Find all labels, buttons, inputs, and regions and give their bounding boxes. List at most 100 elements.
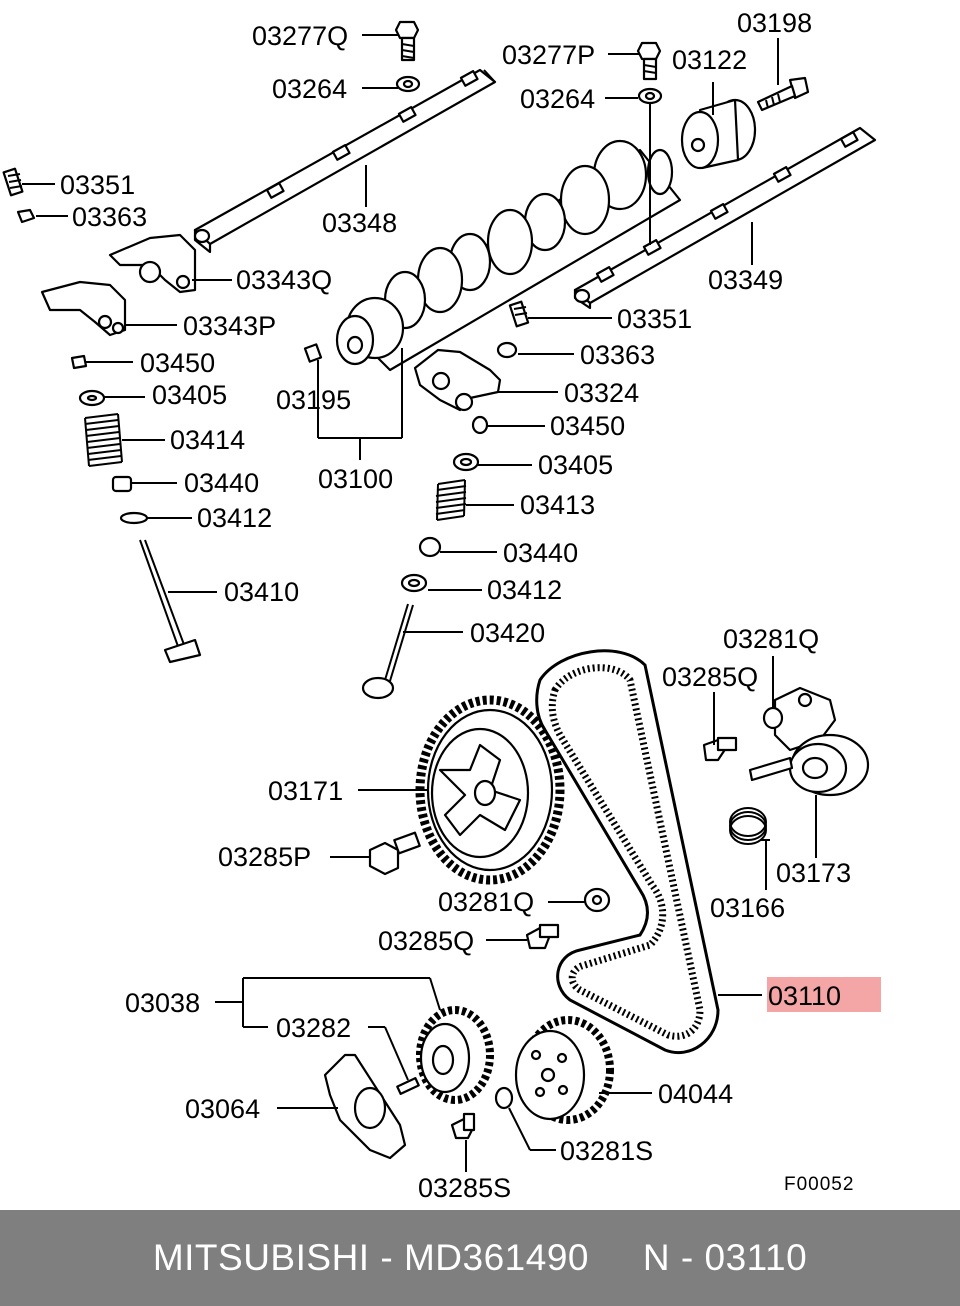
- part-label: 03420: [470, 618, 545, 648]
- part-label: 03122: [672, 45, 747, 75]
- valve-03420[interactable]: [361, 603, 414, 700]
- retainer-03405-right[interactable]: [452, 452, 480, 472]
- stem-seal-03440-left[interactable]: [111, 475, 133, 493]
- part-label: 03281S: [560, 1136, 653, 1166]
- lash-adjuster-03450-left[interactable]: [70, 354, 88, 370]
- part-label: 03324: [564, 378, 639, 408]
- part-label: 03351: [60, 170, 135, 200]
- stem-seal-03440-right[interactable]: [418, 536, 442, 558]
- part-label: 03348: [322, 208, 397, 238]
- spring-seat-03412-right[interactable]: [400, 573, 428, 593]
- rocker-arm-03343p[interactable]: [40, 280, 127, 337]
- bolt-03277p[interactable]: [636, 41, 662, 81]
- adjusting-screw-03351-left[interactable]: [2, 167, 24, 197]
- bolt-03277q[interactable]: [394, 20, 420, 62]
- part-label: 03405: [538, 450, 613, 480]
- washer-03281q-top[interactable]: [762, 706, 784, 730]
- bolt-03285q-mid[interactable]: [525, 923, 560, 950]
- part-label: 03173: [776, 858, 851, 888]
- key-03282[interactable]: [396, 1077, 420, 1095]
- sprocket-04044[interactable]: [514, 1016, 614, 1124]
- separator: -: [380, 1237, 394, 1278]
- part-labels: 03277Q 03264 03198 03277P 03122 03264 03…: [60, 8, 854, 1203]
- rocker-shaft-right[interactable]: [573, 126, 877, 310]
- part-label: 03285P: [218, 842, 311, 872]
- valve-03410[interactable]: [139, 539, 202, 664]
- part-label: 03363: [580, 340, 655, 370]
- part-label: 03349: [708, 265, 783, 295]
- part-label: 03414: [170, 425, 245, 455]
- spring-seat-03412-left[interactable]: [119, 511, 149, 525]
- part-label: 03198: [737, 8, 812, 38]
- brand-name: MITSUBISHI: [152, 1237, 370, 1278]
- adjusting-screw-03351-right[interactable]: [508, 300, 530, 328]
- figure-reference: F00052: [784, 1174, 854, 1195]
- part-label: 03450: [140, 348, 215, 378]
- valve-spring-03414[interactable]: [84, 413, 123, 467]
- bolt-03285q-top[interactable]: [702, 736, 738, 762]
- retainer-03405-left[interactable]: [78, 389, 106, 407]
- part-label: 03277Q: [252, 21, 348, 51]
- part-label: 03264: [520, 84, 595, 114]
- bolt-03198[interactable]: [756, 76, 810, 112]
- part-label: 03410: [224, 577, 299, 607]
- part-label: 03195: [276, 385, 351, 415]
- part-label: 03277P: [502, 40, 595, 70]
- bolt-03285s[interactable]: [450, 1112, 476, 1140]
- flange-03064[interactable]: [323, 1053, 407, 1160]
- leader-lines: [22, 34, 817, 1172]
- part-label: 03343Q: [236, 265, 332, 295]
- bolt-03285p[interactable]: [368, 831, 421, 876]
- tensioner-spring-03166[interactable]: [729, 807, 767, 845]
- ref-prefix: N: [642, 1237, 671, 1278]
- tensioner-bracket[interactable]: [773, 686, 837, 752]
- part-label: 03285Q: [378, 926, 474, 956]
- part-label: 03038: [125, 988, 200, 1018]
- separator: [670, 1237, 681, 1279]
- part-label highlighted: 03110: [768, 981, 841, 1011]
- highlight-box: [767, 977, 881, 1012]
- camshaft-sprocket-03171[interactable]: [415, 695, 565, 885]
- part-label: 03285S: [418, 1173, 511, 1203]
- separator: [370, 1237, 381, 1279]
- separator: -: [680, 1237, 694, 1278]
- part-label: 03281Q: [723, 624, 819, 654]
- washer-03281s[interactable]: [494, 1086, 514, 1110]
- part-label: 03281Q: [438, 887, 534, 917]
- part-label: 03264: [272, 74, 347, 104]
- spacer: [589, 1237, 643, 1279]
- separator: [694, 1237, 705, 1279]
- part-label: 03171: [268, 776, 343, 806]
- camshaft[interactable]: [335, 139, 682, 372]
- valve-spring-03413[interactable]: [435, 479, 467, 521]
- rocker-arm-03324[interactable]: [413, 348, 502, 412]
- ref-number: 03110: [704, 1237, 808, 1278]
- tensioner-pulley-03173[interactable]: [748, 733, 870, 797]
- part-label: 03405: [152, 380, 227, 410]
- rocker-arm-03343q[interactable]: [108, 233, 197, 294]
- part-label: 03412: [487, 575, 562, 605]
- part-number-banner: MITSUBISHI - MD361490 N - 03110: [0, 1210, 960, 1306]
- crankshaft-sprocket-03038[interactable]: [416, 1006, 494, 1104]
- part-label: 03413: [520, 490, 595, 520]
- part-label: 03064: [185, 1094, 260, 1124]
- part-label: 03285Q: [662, 662, 758, 692]
- dowel-pin-03195[interactable]: [303, 343, 323, 363]
- part-label: 03343P: [183, 311, 276, 341]
- part-label: 03440: [184, 468, 259, 498]
- part-label: 03363: [72, 202, 147, 232]
- timing-belt-03110[interactable]: [535, 649, 720, 1055]
- separator: [393, 1237, 404, 1279]
- part-label: 03166: [710, 893, 785, 923]
- part-label: 04044: [658, 1079, 733, 1109]
- nut-03363-left[interactable]: [16, 208, 36, 224]
- nut-03363-right[interactable]: [496, 341, 518, 359]
- part-label: 03282: [276, 1013, 351, 1043]
- camshaft-thrust-case[interactable]: [680, 98, 757, 170]
- part-label: 03440: [503, 538, 578, 568]
- rocker-shaft-left[interactable]: [193, 68, 497, 254]
- parts-diagram: 03277Q 03264 03198 03277P 03122 03264 03…: [2, 8, 881, 1203]
- part-number: MD361490: [403, 1237, 589, 1278]
- lash-adjuster-03450-right[interactable]: [471, 415, 489, 435]
